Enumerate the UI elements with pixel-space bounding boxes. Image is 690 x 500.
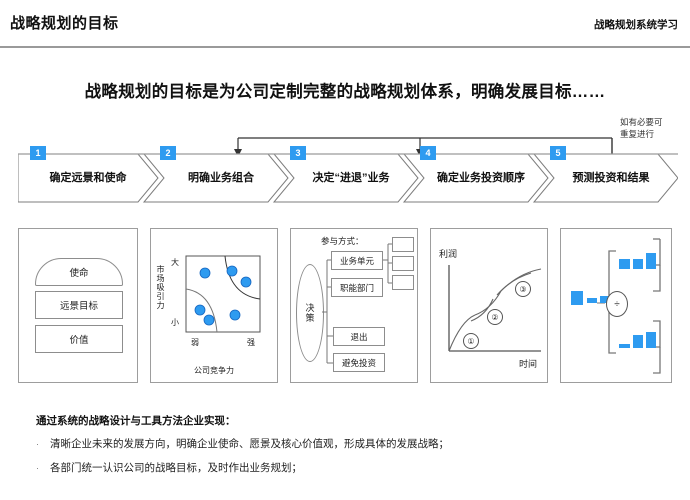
step-badge-4: 4: [420, 146, 436, 160]
step-badge-5: 5: [550, 146, 566, 160]
curve-stage-2: ②: [487, 309, 503, 325]
curve-stage-3: ③: [515, 281, 531, 297]
panel-portfolio-matrix: 市场吸引力 大 小 弱 强 公司竞争力: [150, 228, 278, 383]
decision-sub-box-3: [392, 275, 414, 290]
matrix-x-axis-label: 公司竞争力: [194, 366, 234, 375]
forecast-input-bar-3: [600, 296, 610, 303]
process-step-5[interactable]: 预测投资和结果: [572, 171, 650, 184]
panel-investment-forecast: ÷: [560, 228, 672, 383]
decision-heading: 参与方式：: [321, 236, 364, 246]
process-step-2[interactable]: 明确业务组合: [188, 171, 254, 184]
bullet-marker-2: ·: [36, 463, 39, 473]
step-badge-1: 1: [30, 146, 46, 160]
curve-plot: [448, 265, 542, 352]
header-divider: [0, 46, 690, 48]
decision-sub-box-2: [392, 256, 414, 271]
panel-profit-curve: 利润 时间 ① ② ③: [430, 228, 548, 383]
summary-bullet-text-1: 清晰企业未来的发展方向，明确企业使命、愿景及核心价值观，形成具体的发展战略；: [50, 438, 449, 450]
curve-y-axis-label: 利润: [439, 249, 458, 259]
matrix-xtick-low: 弱: [191, 338, 199, 347]
decision-node-exit: 退出: [333, 327, 385, 346]
matrix-y-axis-label: 市场吸引力: [156, 265, 165, 310]
decision-node-business-unit: 业务单元: [331, 251, 383, 270]
page-title: 战略规划的目标: [10, 15, 119, 32]
decision-node-avoid-investment: 避免投资: [333, 353, 385, 372]
forecast-input-bar-2: [587, 298, 597, 303]
repeat-note: 如有必要可 重复进行: [620, 116, 682, 140]
curve-stage-1: ①: [463, 333, 479, 349]
decision-node-functional-dept: 职能部门: [331, 278, 383, 297]
summary-bullet-1: · 清晰企业未来的发展方向，明确企业使命、愿景及核心价值观，形成具体的发展战略；: [36, 437, 666, 451]
summary-heading: 通过系统的战略设计与工具方法企业实现：: [36, 415, 236, 427]
decision-oval: 决策: [296, 264, 324, 362]
matrix-ytick-low: 小: [171, 318, 179, 327]
forecast-upper-bar-3: [646, 253, 656, 269]
divide-icon: ÷: [606, 291, 628, 317]
decision-sub-box-1: [392, 237, 414, 252]
forecast-lower-bar-2: [633, 335, 643, 348]
panel-decision-tree: 决策 参与方式： 业务单元 职能部门 退出 避免投资: [290, 228, 418, 383]
repeat-note-line2: 重复进行: [620, 129, 655, 139]
process-step-1[interactable]: 确定远景和使命: [49, 171, 127, 184]
matrix-xtick-high: 强: [247, 338, 255, 347]
repeat-note-line1: 如有必要可: [620, 117, 663, 127]
step-badge-2: 2: [160, 146, 176, 160]
summary-bullet-2: · 各部门统一认识公司的战略目标，及时作出业务规划；: [36, 461, 666, 475]
forecast-lower-bar-1: [619, 344, 630, 348]
detail-panels: 使命 远景目标 价值 市场吸引力 大 小 弱 强 公司竞争力 决策 参与方式：: [18, 228, 672, 383]
vision-item-value: 价值: [35, 325, 123, 353]
panel-vision-mission: 使命 远景目标 价值: [18, 228, 138, 383]
header-subtitle: 战略规划系统学习: [594, 19, 678, 31]
process-steps: 1 2 3 4 5 确定远景和使命 明确业务组合 决定“进退”业务 确定业务投资…: [18, 146, 678, 204]
matrix-ytick-high: 大: [171, 258, 179, 267]
forecast-upper-bar-2: [633, 259, 643, 269]
forecast-lower-bar-3: [646, 332, 656, 348]
bullet-marker-1: ·: [36, 439, 39, 449]
step-badge-3: 3: [290, 146, 306, 160]
process-step-4[interactable]: 确定业务投资顺序: [437, 171, 525, 184]
curve-x-axis-label: 时间: [518, 359, 537, 369]
page-header: 战略规划的目标 战略规划系统学习: [0, 0, 690, 48]
process-step-3[interactable]: 决定“进退”业务: [312, 171, 390, 184]
forecast-input-bar-1: [571, 291, 583, 305]
chevron-shapes: [18, 153, 678, 203]
forecast-upper-bar-1: [619, 259, 630, 269]
decision-connectors: [322, 243, 392, 364]
vision-item-mission: 使命: [35, 258, 123, 286]
matrix-plot: [185, 255, 261, 333]
summary-section: 通过系统的战略设计与工具方法企业实现： · 清晰企业未来的发展方向，明确企业使命…: [36, 413, 666, 485]
summary-bullet-text-2: 各部门统一认识公司的战略目标，及时作出业务规划；: [50, 462, 302, 474]
main-statement: 战略规划的目标是为公司定制完整的战略规划体系，明确发展目标……: [84, 83, 606, 101]
vision-item-vision-goal: 远景目标: [35, 291, 123, 319]
